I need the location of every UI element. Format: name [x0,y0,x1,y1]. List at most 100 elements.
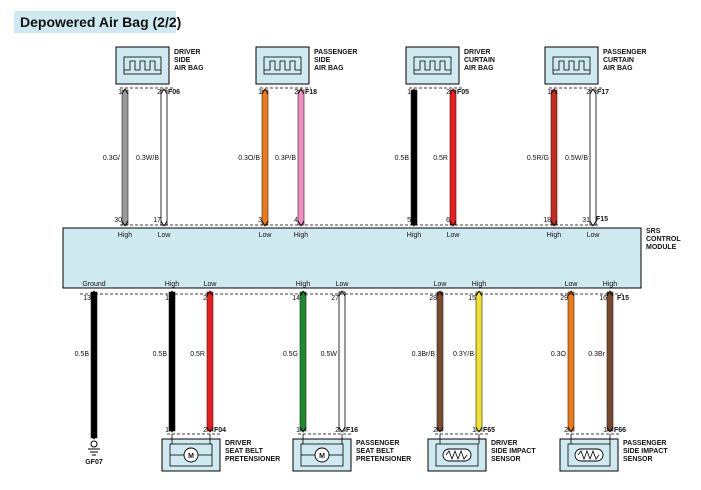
pin-function-label: High [118,232,133,239]
pin-label: 2 [446,89,450,96]
wire-end-bottom [338,426,346,433]
pin-label: 1 [258,89,262,96]
wire-spec: 0.3Br [588,351,605,358]
pin-function-label: Low [336,281,350,288]
wire-spec: 0.3G/ [103,155,120,162]
bottom-component-1 [161,434,221,472]
connector-id: F16 [346,427,358,434]
wire [168,290,176,433]
pin-function-label: Low [204,281,218,288]
component-name-line: AIR BAG [603,65,633,72]
wire [121,88,129,227]
wire-spec: 0.5G [283,351,298,358]
pin-label: 2 [586,89,590,96]
wire [550,88,558,227]
squib-icon [264,60,301,71]
wire [410,88,418,227]
airbag-box [115,46,170,85]
connector-id: F06 [168,89,180,96]
module-pin: 30 [114,217,122,224]
module-pin: 31 [582,217,590,224]
component-name-line: CURTAIN [603,57,634,64]
wire-body [550,89,558,226]
wire-body [206,291,214,432]
device-inner-frame [567,443,611,467]
pin-function-label: Low [259,232,273,239]
wire-end-bottom [449,220,457,227]
module-pin: 28 [429,295,437,302]
bottom-component-3 [427,434,487,472]
module-pin: 1 [165,295,169,302]
wire-end-bottom [206,426,214,433]
pin-label: 1 [472,427,476,434]
wire-body [436,291,444,432]
module-pin: 16 [599,295,607,302]
wire-end-top [550,88,558,95]
component-name-line: SIDE IMPACT [623,448,668,455]
component-name-line: PASSENGER [356,440,399,447]
component-name-line: SENSOR [623,456,653,463]
component-name-line: DRIVER [174,49,200,56]
ground-wire-body [90,291,98,439]
wire-end-top [160,88,168,95]
wire-end-bottom [160,220,168,227]
wire-end-bottom [297,220,305,227]
module-name-line: SRS [646,228,661,235]
wire-spec: 0.5B [395,155,410,162]
connector-id: F17 [597,89,609,96]
wire [589,88,597,227]
connector-id: F18 [305,89,317,96]
pin-label: 1 [296,427,300,434]
motor-icon-letter: M [188,453,194,460]
component-name-line: AIR BAG [174,65,204,72]
component-name-line: SEAT BELT [356,448,395,455]
ground-wire-end-bottom [90,433,98,440]
wire-end-bottom [299,426,307,433]
pin-function-label: High [547,232,562,239]
component-name-line: SIDE IMPACT [491,448,536,455]
pin-label: 2 [433,427,437,434]
ground-symbol [90,440,98,448]
wire-body [449,89,457,226]
module-pin: 18 [543,217,551,224]
wire-end-bottom [567,426,575,433]
wire-end-bottom [410,220,418,227]
module-pin: 13 [83,295,91,302]
component-name-line: SEAT BELT [225,448,264,455]
component-name-line: DRIVER [464,49,490,56]
module-name-line: CONTROL [646,236,681,243]
pin-function-label: High [407,232,422,239]
bottom-component-4 [559,434,619,472]
component-name-line: CURTAIN [464,57,495,64]
squib-icon [414,60,451,71]
pin-label: 2 [564,427,568,434]
page-title-banner: Depowered Air Bag (2/2) [14,11,181,33]
wire-body [261,89,269,226]
wire-body [567,291,575,432]
wire-body [121,89,129,226]
pin-function-label: High [472,281,487,288]
wire [299,290,307,433]
top-component-2 [255,46,310,85]
pin-function-label: Low [447,232,461,239]
pin-function-label: High [165,281,180,288]
wire-spec: 0.5W [321,351,338,358]
wire-end-top [121,88,129,95]
ground-pin-label: Ground [82,281,105,288]
pin-label: 1 [407,89,411,96]
wire-body [475,291,483,432]
wire-body [168,291,176,432]
srs-control-module-box [62,227,642,289]
module-pin: 6 [446,217,450,224]
module-pin: 14 [292,295,300,302]
module-pin: 27 [331,295,339,302]
wire-spec: 0.3Br/B [412,351,436,358]
airbag-squib-frame [123,56,162,75]
pin-function-label: Low [587,232,601,239]
pin-label: 2 [294,89,298,96]
component-name-line: PRETENSIONER [225,456,280,463]
wire-end-top [449,88,457,95]
wire-body [299,291,307,432]
wire-spec: 0.5R [190,351,205,358]
bottom-component-2 [292,434,352,472]
